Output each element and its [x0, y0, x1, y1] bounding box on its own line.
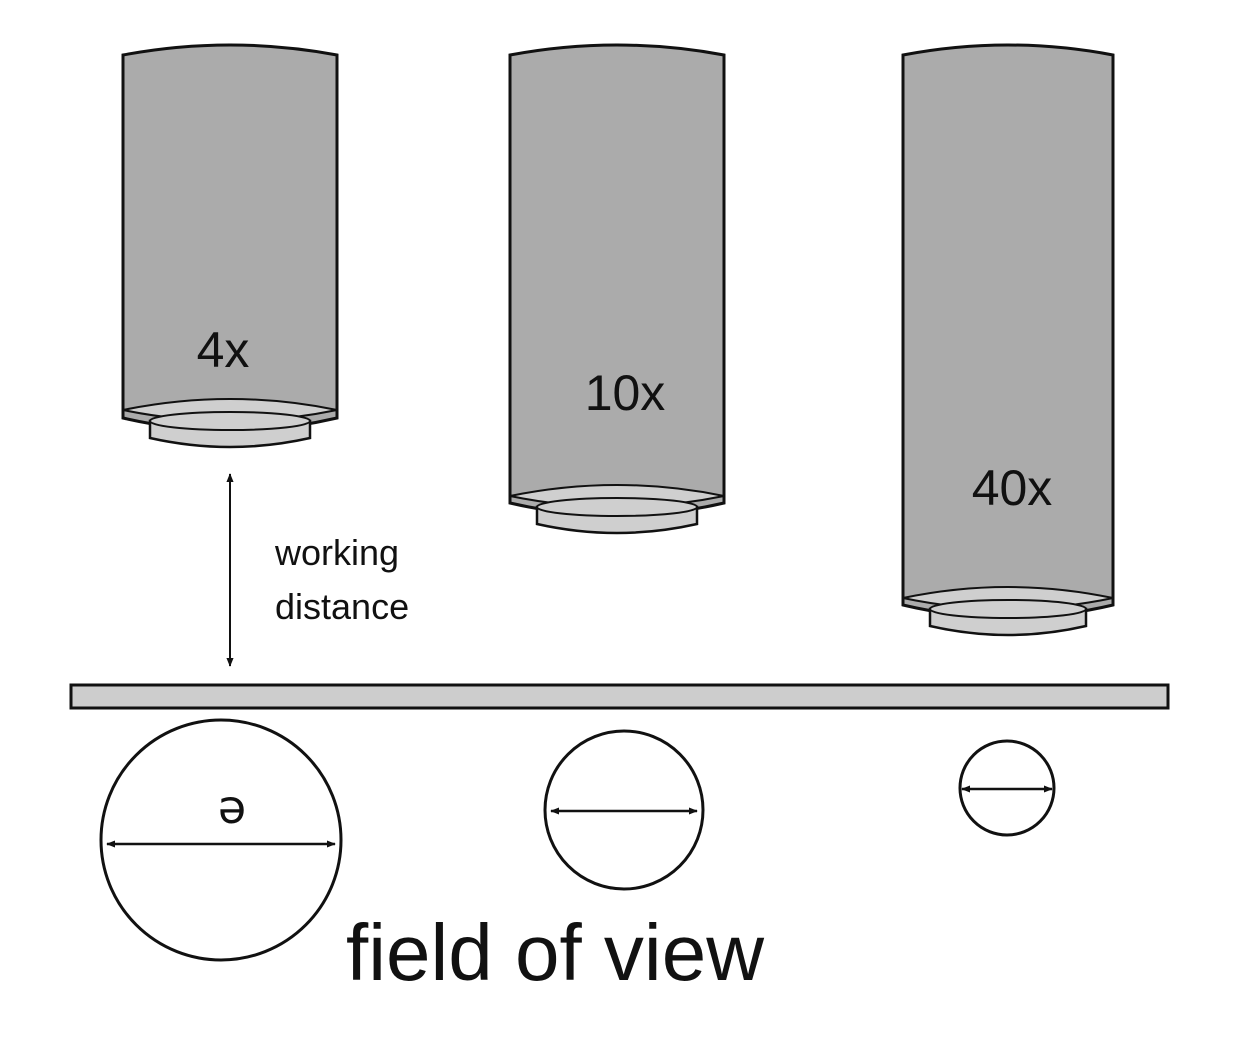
- objective-10x: 10x: [508, 43, 726, 535]
- field-of-view-4x: ə: [99, 718, 343, 962]
- working-distance-label-line2: distance: [275, 586, 409, 627]
- objective-40x-barrel: [901, 43, 1115, 619]
- field-of-view-40x: [958, 739, 1056, 837]
- objective-4x: 4x: [121, 43, 339, 449]
- specimen-slide: [69, 683, 1170, 710]
- field-of-view-10x: [543, 729, 705, 891]
- objective-40x-label: 40x: [972, 460, 1053, 516]
- objective-4x-label: 4x: [197, 322, 250, 378]
- fov-symbol: ə: [218, 780, 246, 834]
- objective-40x: 40x: [901, 43, 1115, 637]
- field-of-view-caption: field of view: [346, 908, 764, 997]
- objective-10x-barrel: [508, 43, 726, 517]
- working-distance-label-line1: working: [274, 532, 399, 573]
- objective-10x-label: 10x: [585, 365, 666, 421]
